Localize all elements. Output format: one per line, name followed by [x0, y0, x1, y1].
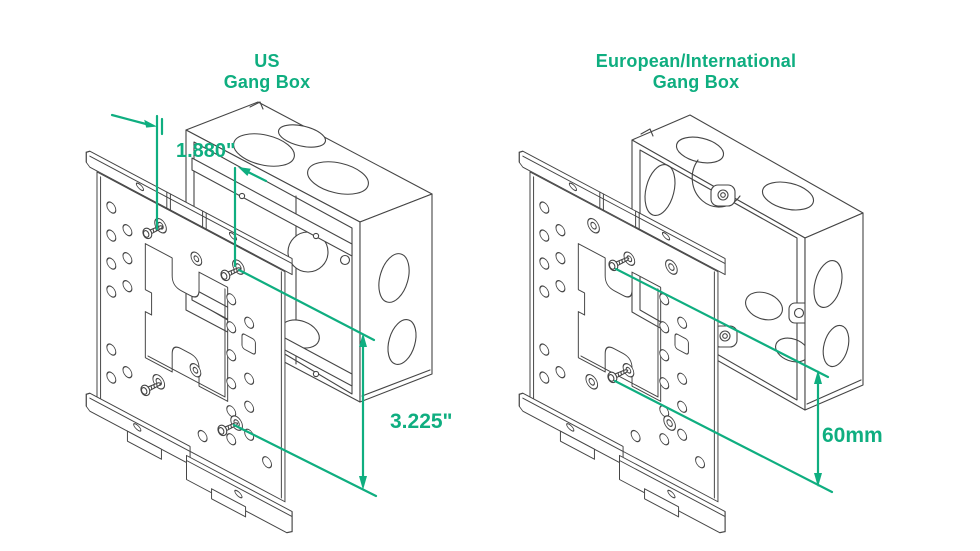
euro-box-side-knockouts — [813, 260, 850, 368]
title-euro-line1: European/International — [595, 51, 797, 71]
title-us-line1: US — [254, 51, 280, 71]
dimension-height-us — [232, 268, 378, 498]
title-us: US Gang Box — [107, 51, 427, 93]
dimension-width-us — [110, 113, 268, 268]
euro-box-top-knockouts — [675, 136, 815, 211]
title-euro: European/International Gang Box — [536, 51, 856, 93]
title-euro-line2: Gang Box — [652, 72, 740, 92]
dim-label-euro-height: 60mm — [822, 424, 883, 447]
dim-label-us-height: 3.225" — [390, 410, 453, 433]
diagram-us — [85, 101, 433, 543]
us-box-top-knockouts — [233, 124, 369, 195]
us-box-side-knockouts — [378, 253, 417, 365]
dim-label-us-width: 1.880" — [176, 140, 236, 162]
title-us-line2: Gang Box — [223, 72, 311, 92]
euro-box-screw-lugs — [710, 184, 811, 348]
dimension-height-euro — [613, 267, 834, 494]
diagram-euro — [518, 114, 864, 543]
euro-box-interior — [644, 159, 809, 363]
